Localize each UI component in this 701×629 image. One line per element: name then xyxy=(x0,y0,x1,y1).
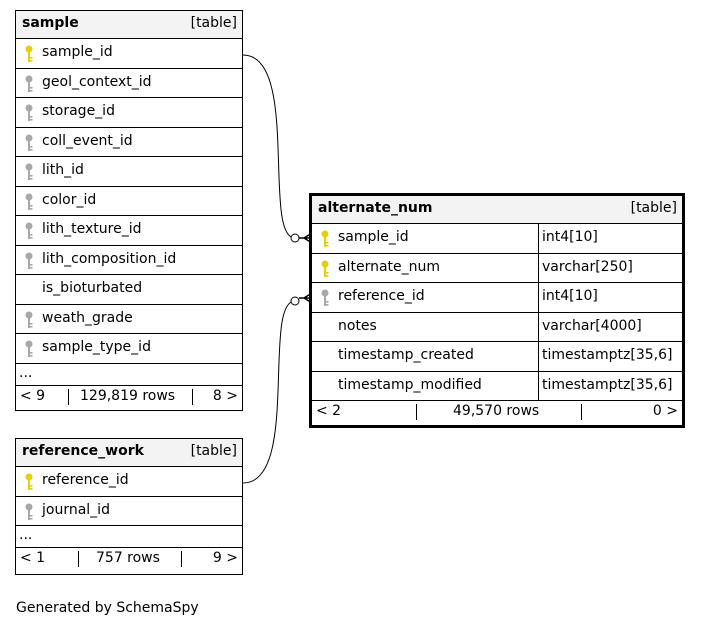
column-divider xyxy=(538,253,539,282)
primary-key-icon xyxy=(24,473,34,491)
sample-connector-endpoint xyxy=(290,233,300,243)
column-name[interactable]: notes xyxy=(338,317,377,334)
sample-to-alternate-num-connector xyxy=(242,54,296,239)
table-name[interactable]: alternate_num xyxy=(318,200,433,216)
children-count[interactable]: 0 > xyxy=(652,403,678,419)
generated-by-credit: Generated by SchemaSpy xyxy=(16,600,199,616)
column-name[interactable]: storage_id xyxy=(42,103,115,119)
table-name[interactable]: sample xyxy=(22,15,79,31)
foreign-key-icon xyxy=(24,104,34,122)
column-divider xyxy=(538,371,539,400)
foreign-key-icon xyxy=(24,503,34,521)
column-row[interactable]: journal_id xyxy=(16,497,242,526)
column-row[interactable]: reference_id xyxy=(16,467,242,497)
foreign-key-icon xyxy=(320,289,330,307)
foreign-key-icon xyxy=(24,311,34,329)
foreign-key-icon xyxy=(24,222,34,240)
column-row[interactable]: lith_composition_id xyxy=(16,246,242,275)
column-name[interactable]: reference_id xyxy=(42,472,129,488)
table-kind: [table] xyxy=(630,200,677,216)
table-kind: [table] xyxy=(190,15,237,31)
column-row[interactable]: coll_event_id xyxy=(16,128,242,157)
foreign-key-icon xyxy=(24,193,34,211)
column-type: timestamptz[35,6] xyxy=(542,347,673,363)
column-divider xyxy=(538,312,539,341)
column-row[interactable]: notes varchar[4000] xyxy=(312,312,682,342)
parents-count[interactable]: < 1 xyxy=(20,550,46,566)
sample-table-header[interactable]: sample [table] xyxy=(16,11,242,39)
row-count: 129,819 rows xyxy=(80,387,176,404)
children-count[interactable]: 9 > xyxy=(212,550,238,566)
column-divider xyxy=(538,224,539,253)
column-row[interactable]: sample_id int4[10] xyxy=(312,224,682,254)
column-type: timestamptz[35,6] xyxy=(542,376,673,393)
column-row[interactable]: sample_type_id xyxy=(16,334,242,364)
more-columns-ellipsis: ... xyxy=(16,526,242,548)
table-footer: < 2 49,570 rows 0 > xyxy=(312,401,682,423)
column-row[interactable]: lith_texture_id xyxy=(16,216,242,246)
column-row[interactable]: lith_id xyxy=(16,157,242,187)
alternate-num-table-header[interactable]: alternate_num [table] xyxy=(312,196,682,224)
column-row[interactable]: weath_grade xyxy=(16,305,242,334)
table-footer: < 1 757 rows 9 > xyxy=(16,548,242,570)
primary-key-icon xyxy=(320,260,330,278)
column-name[interactable]: sample_id xyxy=(338,229,409,245)
column-row[interactable]: timestamp_modified timestamptz[35,6] xyxy=(312,371,682,401)
table-footer: < 9 129,819 rows 8 > xyxy=(16,386,242,408)
column-name[interactable]: journal_id xyxy=(42,501,110,518)
more-columns-ellipsis: ... xyxy=(16,364,242,386)
foreign-key-icon xyxy=(24,75,34,93)
column-row[interactable]: color_id xyxy=(16,187,242,216)
column-name[interactable]: lith_composition_id xyxy=(42,250,177,267)
reference-connector-endpoint xyxy=(290,296,300,306)
column-row[interactable]: reference_id int4[10] xyxy=(312,283,682,313)
foreign-key-icon xyxy=(24,163,34,181)
column-name[interactable]: sample_type_id xyxy=(42,339,151,355)
primary-key-icon xyxy=(320,230,330,248)
column-name[interactable]: coll_event_id xyxy=(42,132,133,149)
column-type: int4[10] xyxy=(542,229,598,245)
column-name[interactable]: color_id xyxy=(42,191,97,208)
column-divider xyxy=(538,342,539,371)
reference-work-table-header[interactable]: reference_work [table] xyxy=(16,439,242,467)
column-name[interactable]: lith_id xyxy=(42,162,84,178)
alternate-num-table[interactable]: alternate_num [table] sample_id int4[10] a… xyxy=(309,193,685,428)
table-kind: [table] xyxy=(190,443,237,459)
column-row[interactable]: geol_context_id xyxy=(16,69,242,98)
column-type: varchar[250] xyxy=(542,258,633,275)
column-divider xyxy=(538,283,539,312)
column-name[interactable]: alternate_num xyxy=(338,258,441,275)
column-type: varchar[4000] xyxy=(542,317,642,334)
column-type: int4[10] xyxy=(542,288,598,304)
children-count[interactable]: 8 > xyxy=(212,387,238,404)
column-name[interactable]: sample_id xyxy=(42,44,113,60)
column-name[interactable]: reference_id xyxy=(338,288,425,304)
column-name[interactable]: is_bioturbated xyxy=(42,280,143,296)
parents-count[interactable]: < 9 xyxy=(20,387,46,404)
column-row[interactable]: is_bioturbated xyxy=(16,275,242,305)
column-name[interactable]: lith_texture_id xyxy=(42,221,142,237)
column-name[interactable]: timestamp_modified xyxy=(338,376,482,393)
column-row[interactable]: timestamp_created timestamptz[35,6] xyxy=(312,342,682,372)
row-count: 49,570 rows xyxy=(453,403,540,419)
foreign-key-icon xyxy=(24,340,34,358)
column-row[interactable]: alternate_num varchar[250] xyxy=(312,253,682,283)
row-count: 757 rows xyxy=(96,550,160,566)
foreign-key-icon xyxy=(24,252,34,270)
column-name[interactable]: weath_grade xyxy=(42,309,133,326)
column-row[interactable]: sample_id xyxy=(16,39,242,69)
foreign-key-icon xyxy=(24,134,34,152)
reference-work-to-alternate-num-connector xyxy=(242,300,296,484)
parents-count[interactable]: < 2 xyxy=(316,403,342,419)
column-name[interactable]: geol_context_id xyxy=(42,73,152,90)
table-name[interactable]: reference_work xyxy=(22,443,144,459)
column-name[interactable]: timestamp_created xyxy=(338,347,474,363)
primary-key-icon xyxy=(24,45,34,63)
column-row[interactable]: storage_id xyxy=(16,98,242,128)
